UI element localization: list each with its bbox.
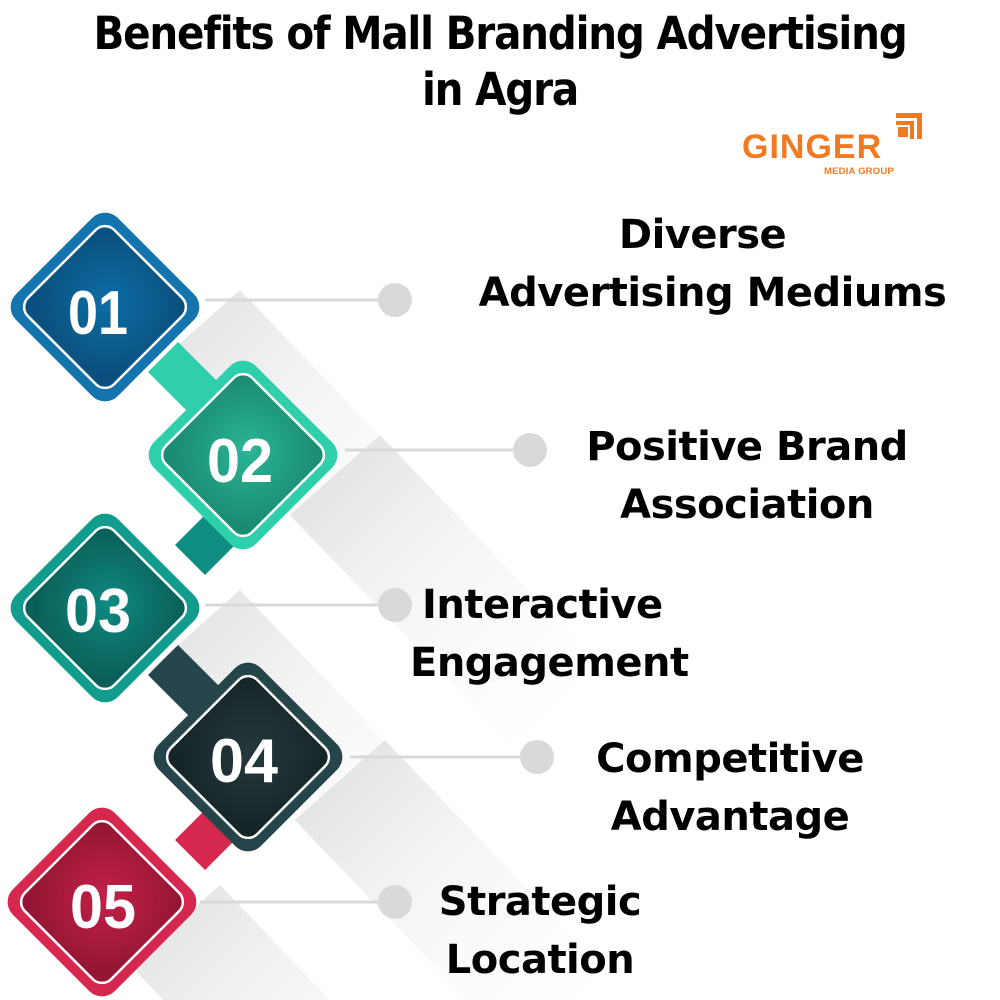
step-number-04: 04 — [210, 727, 279, 796]
step-label-02-line2: Association — [620, 482, 874, 528]
logo-subtitle: MEDIA GROUP — [824, 166, 894, 177]
step-label-02: Positive Brand Association — [552, 418, 942, 534]
step-label-04-line2: Advantage — [610, 794, 850, 840]
step-number-03: 03 — [65, 577, 131, 646]
signal-corner-icon — [896, 113, 922, 139]
title-line-2: in Agra — [422, 63, 579, 116]
step-label-01-line2: Advertising Mediums — [478, 270, 947, 316]
step-number-01: 01 — [68, 279, 128, 348]
step-label-02-line1: Positive Brand — [586, 424, 908, 470]
step-number-05: 05 — [70, 873, 136, 942]
step-label-05-line1: Strategic — [438, 879, 642, 925]
infographic-title: Benefits of Mall Branding Advertising in… — [0, 6, 1000, 118]
step-diamond-04 — [153, 662, 343, 852]
step-label-04: Competitive Advantage — [565, 730, 895, 846]
step-diamond-01 — [10, 212, 200, 402]
logo-name: GINGER — [742, 128, 883, 166]
step-label-01: Diverse Advertising Mediums — [430, 206, 995, 322]
step-label-03: Interactive Engagement — [410, 576, 750, 692]
step-label-04-line1: Competitive — [596, 736, 864, 782]
step-diamond-02 — [148, 360, 338, 550]
step-number-02: 02 — [207, 427, 273, 496]
step-diamond-05 — [7, 807, 197, 997]
step-diamond-03 — [10, 513, 200, 703]
leader-lines — [200, 283, 554, 919]
step-label-03-line2: Engagement — [410, 640, 689, 686]
title-line-1: Benefits of Mall Branding Advertising — [93, 7, 908, 60]
step-label-05: Strategic Location — [415, 873, 665, 989]
ginger-media-logo: GINGER MEDIA GROUP — [742, 113, 932, 183]
step-label-05-line2: Location — [445, 937, 635, 983]
step-label-01-line1: Diverse — [618, 212, 787, 258]
step-label-03-line1: Interactive — [422, 582, 663, 628]
